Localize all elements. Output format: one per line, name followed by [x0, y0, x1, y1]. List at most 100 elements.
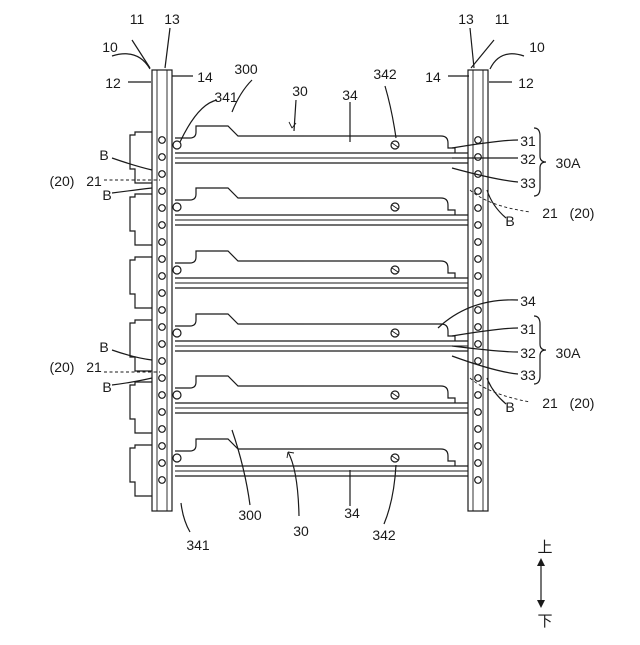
shelf-bracket [130, 257, 152, 308]
column-hole [159, 222, 166, 229]
label-tray-hole-right-bottom: 342 [372, 527, 396, 543]
assembly-brace [534, 128, 546, 196]
column-hole [159, 171, 166, 178]
label-column-wall-left: 13 [164, 11, 180, 27]
tray-hole-left [173, 266, 181, 274]
column-hole [159, 256, 166, 263]
right-column [468, 70, 488, 511]
label-hole-detail-right-1: B [505, 213, 514, 229]
direction-up-label: 上 [537, 539, 552, 556]
reference-labels: 1113101214341300303434213111014123132333… [50, 11, 595, 553]
tray-hole-left [173, 203, 181, 211]
label-column-face-left: 14 [197, 69, 213, 85]
leader-line [385, 86, 396, 138]
leader-line [132, 40, 150, 68]
column-hole [475, 137, 482, 144]
tray-hole-left [173, 141, 181, 149]
column-hole [159, 137, 166, 144]
label-tray-hole-left-bottom: 341 [186, 537, 210, 553]
column-hole [475, 273, 482, 280]
shelf-bracket [130, 382, 152, 433]
tray-plate-outline [175, 376, 455, 403]
tray-plate-outline [175, 251, 455, 278]
label-tray-layer-mid-2: 32 [520, 345, 536, 361]
label-column-wall-right: 13 [458, 11, 474, 27]
label-tray-hole-left-top: 341 [214, 89, 238, 105]
label-hole-detail-left-1: B [99, 147, 108, 163]
label-tray-bottom: 30 [293, 523, 309, 539]
column-hole [475, 392, 482, 399]
shelf-level [130, 126, 468, 183]
column-hole [159, 273, 166, 280]
leader-line [232, 430, 250, 505]
shelf-bracket [130, 445, 152, 496]
direction-arrowhead-up [537, 558, 545, 566]
label-fixing-group-left-1: (20) [50, 173, 75, 189]
leader-line [112, 188, 152, 193]
shelf-group [130, 126, 468, 496]
column-hole [159, 341, 166, 348]
column-hole [159, 307, 166, 314]
column-hole [159, 239, 166, 246]
shelf-level [130, 314, 468, 371]
tray-plate-outline [175, 188, 455, 215]
label-hole-detail-left-2: B [102, 187, 111, 203]
leader-line [490, 54, 524, 69]
column-hole [475, 307, 482, 314]
leader-line [294, 100, 296, 131]
tray-hole-left [173, 454, 181, 462]
label-column-outer-right: 12 [518, 75, 534, 91]
shelf-level [130, 188, 468, 245]
label-column-face-right: 14 [425, 69, 441, 85]
column-hole [475, 375, 482, 382]
column-hole [475, 460, 482, 467]
shelf-level [130, 251, 468, 308]
label-tray-assembly-2: 30A [556, 345, 582, 361]
label-tray-plate-top: 34 [342, 87, 358, 103]
leader-line [470, 28, 474, 68]
label-tray-layer-mid-1: 32 [520, 151, 536, 167]
tray-hole-left [173, 329, 181, 337]
leader-line [181, 503, 190, 532]
tray-plate-outline [175, 126, 455, 153]
label-tray-plate-mid: 34 [520, 293, 536, 309]
column-hole [475, 426, 482, 433]
left-column [152, 70, 172, 511]
direction-down-label: 下 [537, 613, 552, 630]
shelf-bracket [130, 132, 152, 183]
leader-line [384, 465, 396, 524]
column-hole [475, 188, 482, 195]
column-hole [475, 443, 482, 450]
shelf-bracket [130, 194, 152, 245]
tray-plate-outline [175, 439, 455, 466]
leader-line [487, 378, 506, 404]
shelf-bracket [130, 320, 152, 371]
column-hole [475, 477, 482, 484]
label-column-right: 11 [495, 11, 510, 27]
label-tray-hole-right-top: 342 [373, 66, 397, 82]
column-hole [475, 358, 482, 365]
shelf-level [130, 439, 468, 496]
label-tray-layer-bottom-1: 33 [520, 175, 536, 191]
label-hole-detail-right-2: B [505, 399, 514, 415]
label-tray-notch-top: 300 [234, 61, 258, 77]
leader-line [180, 100, 217, 142]
label-frame-left: 10 [102, 39, 118, 55]
direction-arrow: 上下 [537, 539, 553, 630]
column-hole [475, 409, 482, 416]
label-tray-assembly-1: 30A [556, 155, 582, 171]
column-hole [159, 205, 166, 212]
label-fixing-group-right-2: (20) [570, 395, 595, 411]
label-column-left: 11 [130, 11, 145, 27]
column-hole [475, 256, 482, 263]
column-hole [159, 477, 166, 484]
leader-line [165, 28, 170, 68]
column-hole [475, 324, 482, 331]
column-hole [159, 188, 166, 195]
column-hole [159, 290, 166, 297]
leader-line [112, 158, 152, 170]
assembly-brace [534, 316, 546, 384]
label-tray-layer-top-2: 31 [520, 321, 536, 337]
tray-plate-outline [175, 314, 455, 341]
